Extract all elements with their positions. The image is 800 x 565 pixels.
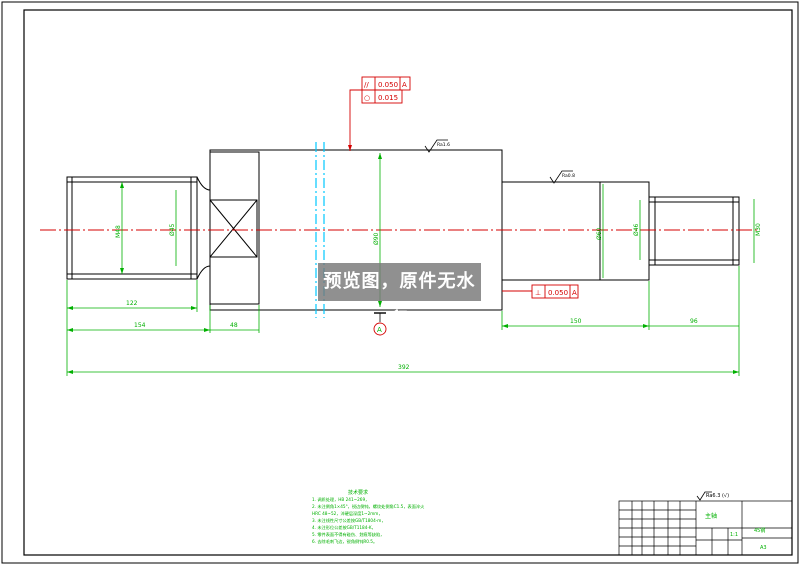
tol-top2-value: 0.015 [378, 94, 398, 102]
inner-border [23, 9, 793, 556]
tolerance-frame-top [349, 76, 411, 151]
datum-marker: A [373, 312, 387, 336]
tolerance-frame-bottom [502, 284, 579, 299]
title-scale: 1:1 [730, 532, 738, 538]
dim-thread-left: M48 [115, 225, 122, 238]
left-thread-stub [66, 176, 198, 280]
tol-top2-symbol: ○ [364, 94, 370, 102]
dimension-texts: 122 154 48 150 96 392 M48 Ø45 Ø90 Ø60 Ø4… [115, 223, 762, 371]
dimension-arrows [67, 153, 739, 374]
tech-req-line: HRC 48~52，淬硬层深度1~2mm， [312, 510, 383, 517]
datum-label: A [377, 326, 382, 334]
tol-bottom-datum: A [572, 289, 577, 297]
title-part-name: 主轴 [705, 512, 717, 520]
tech-req-line: 2. 未注倒角1×45°，锐边倒钝，螺纹处倒角C1.5，表面淬火 [312, 503, 425, 510]
tolerance-leader-arrow [348, 145, 352, 151]
roughness-right: Ra0.8 [562, 173, 575, 179]
dim-thread-right: M30 [755, 223, 762, 236]
tol-top-symbol: // [364, 81, 369, 89]
dim-body-step: 48 [230, 322, 238, 329]
tech-req-title: 技术要求 [348, 489, 368, 496]
dim-right-step: 150 [570, 318, 582, 325]
dim-right: Ø60 [596, 227, 603, 240]
watermark-banner: 预览图，原件无水印 [318, 263, 481, 330]
roughness-symbols [424, 139, 573, 184]
title-block [618, 500, 793, 556]
dim-body: Ø90 [373, 232, 380, 245]
groove [196, 176, 211, 280]
general-roughness-text: Ra6.3 (√) [706, 493, 729, 499]
title-sheet: A3 [760, 545, 767, 551]
right-thread-end [648, 196, 740, 266]
roughness-texts: Ra1.6 Ra0.8 [437, 142, 575, 179]
dim-left-stub: 122 [126, 300, 138, 307]
right-step [501, 181, 650, 281]
tol-top-value: 0.050 [378, 81, 398, 89]
tech-req-line: 6. 去除毛刺飞边，锐角倒钝R0.5。 [312, 538, 377, 545]
dim-overall: 392 [398, 364, 410, 371]
title-block-texts: 主轴 45钢 1:1 A3 [705, 512, 767, 551]
tol-bottom-value: 0.050 [548, 289, 568, 297]
tol-top-datum: A [402, 81, 407, 89]
tech-req-line: 1. 调质处理，HB 241~269， [312, 496, 369, 503]
title-material: 45钢 [754, 527, 765, 534]
dim-groove: Ø45 [169, 223, 176, 236]
general-roughness: Ra6.3 (√) [696, 491, 729, 501]
dim-right2: Ø46 [633, 223, 640, 236]
dim-left-section: 154 [134, 322, 146, 329]
tech-req-line: 4. 未注形位公差按GB/T1184-K， [312, 524, 376, 531]
tech-requirements: 技术要求 1. 调质处理，HB 241~269， 2. 未注倒角1×45°，锐边… [312, 489, 425, 545]
roughness-body: Ra1.6 [437, 142, 450, 148]
tech-req-line: 3. 未注线性尺寸公差按GB/T1804-m， [312, 517, 386, 524]
tech-req-line: 5. 零件表面不得有碰伤、划痕等缺陷， [312, 531, 384, 538]
dim-right-end: 96 [690, 318, 698, 325]
tol-bottom-symbol: ⊥ [535, 289, 541, 297]
dimension-lines [66, 153, 755, 376]
